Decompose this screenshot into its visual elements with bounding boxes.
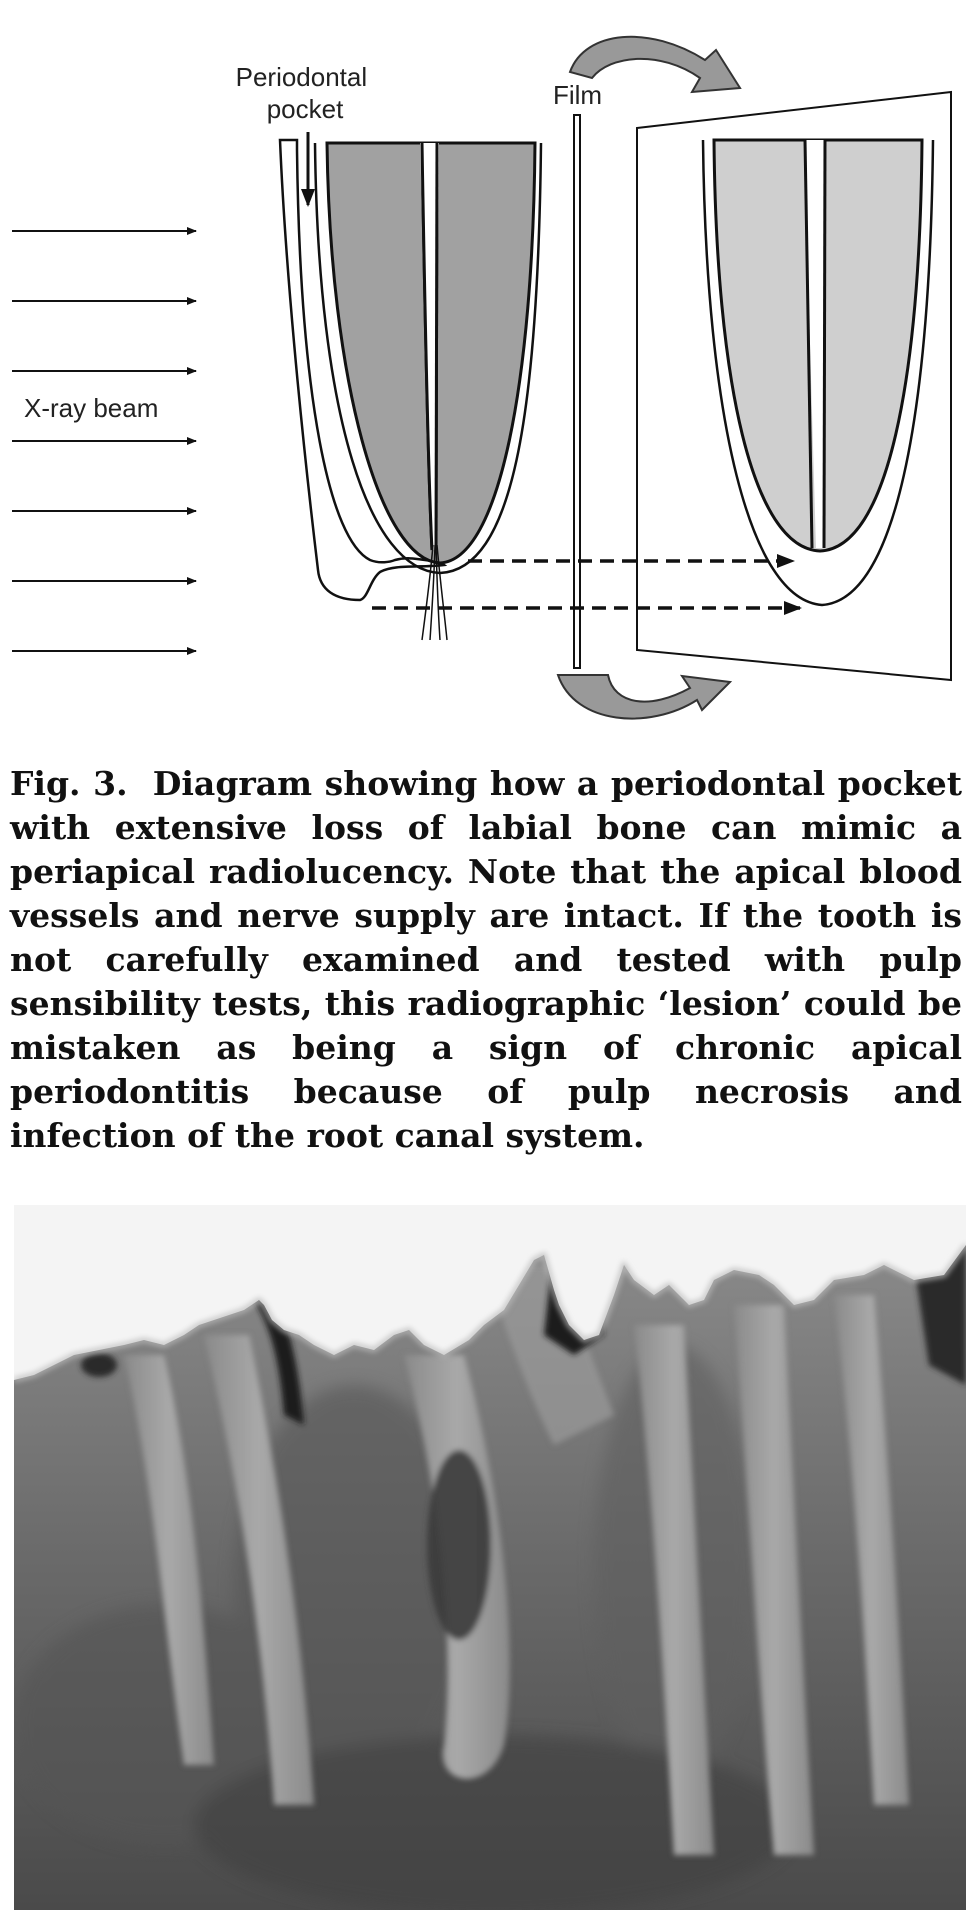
tooth-original xyxy=(313,141,543,575)
xray-beam-arrows xyxy=(12,227,197,655)
radiograph-roots xyxy=(124,1265,909,1855)
dental-radiograph xyxy=(14,1205,966,1910)
periodontal-pocket-label: Periodontal pocket xyxy=(236,62,375,124)
radiograph-crowns xyxy=(14,1205,966,1380)
rotate-arrow-top xyxy=(568,35,742,94)
apical-nerve-vessels xyxy=(421,544,448,641)
film-label: Film xyxy=(553,80,602,110)
figure-caption: Fig. 3. Diagram showing how a periodonta… xyxy=(10,762,962,1158)
figure-label: Fig. 3. xyxy=(10,764,128,803)
tooth-radiograph-diagram: X-ray beam Periodontal pocket Film xyxy=(12,35,952,720)
xray-beam-label: X-ray beam xyxy=(24,393,158,423)
film xyxy=(573,114,581,669)
bone-outline xyxy=(278,138,448,602)
caption-text: Diagram showing how a periodontal pocket… xyxy=(10,764,962,1155)
rotate-arrow-bottom xyxy=(556,674,733,720)
tooth-projected xyxy=(701,138,935,607)
